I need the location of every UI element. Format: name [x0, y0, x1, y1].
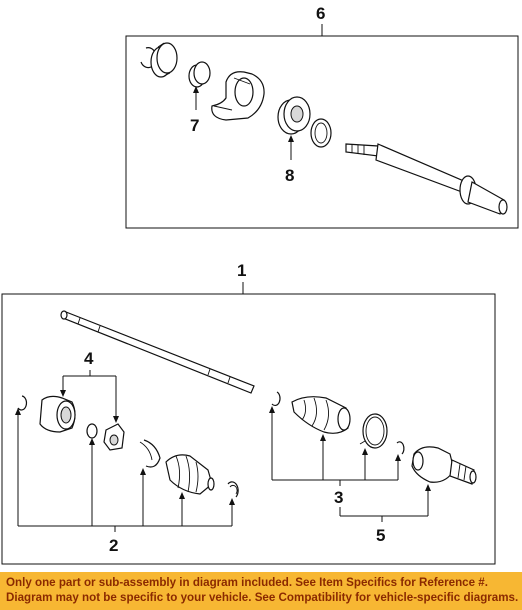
inner-boot-clamp	[227, 481, 239, 498]
right-circlip	[271, 391, 281, 407]
leader-7: 7	[190, 86, 199, 135]
notice-banner: Only one part or sub-assembly in diagram…	[0, 572, 522, 610]
leader-3: 3	[269, 406, 401, 507]
notice-line-1: Only one part or sub-assembly in diagram…	[6, 576, 488, 589]
small-ring-left	[86, 423, 98, 439]
leader-4: 4	[60, 349, 119, 423]
callout-7: 7	[190, 116, 199, 135]
tripod-joint	[211, 71, 265, 121]
notice-line-2: Diagram may not be specific to your vehi…	[6, 591, 519, 604]
panel-upper: 6	[125, 4, 519, 229]
outer-cv-joint	[411, 446, 477, 485]
parts-diagram: 6	[1, 4, 519, 565]
part-8-bearing	[277, 96, 311, 135]
callout-3: 3	[334, 488, 343, 507]
callout-2: 2	[109, 536, 118, 555]
callout-8: 8	[285, 166, 294, 185]
inner-boot	[165, 454, 215, 495]
leader-5: 5	[339, 484, 431, 545]
intermediate-shaft	[345, 143, 508, 215]
leader-8: 8	[285, 135, 294, 185]
tripod-spider	[103, 423, 125, 451]
callout-6: 6	[316, 4, 325, 23]
upper-snap-ring	[310, 118, 332, 148]
axle-shaft	[60, 310, 255, 394]
lower-snap-ring	[139, 439, 161, 468]
outer-boot	[291, 396, 351, 434]
joint-housing	[39, 395, 76, 433]
upper-band-ring	[150, 42, 178, 78]
leader-2: 2	[15, 408, 235, 555]
callout-1: 1	[237, 261, 246, 280]
left-circlip	[17, 395, 28, 411]
outer-boot-band	[359, 413, 388, 449]
part-7-ring	[188, 61, 211, 88]
callout-4: 4	[84, 349, 94, 368]
outer-small-circlip	[396, 441, 405, 455]
panel-lower: 1	[1, 261, 496, 565]
callout-5: 5	[376, 526, 385, 545]
